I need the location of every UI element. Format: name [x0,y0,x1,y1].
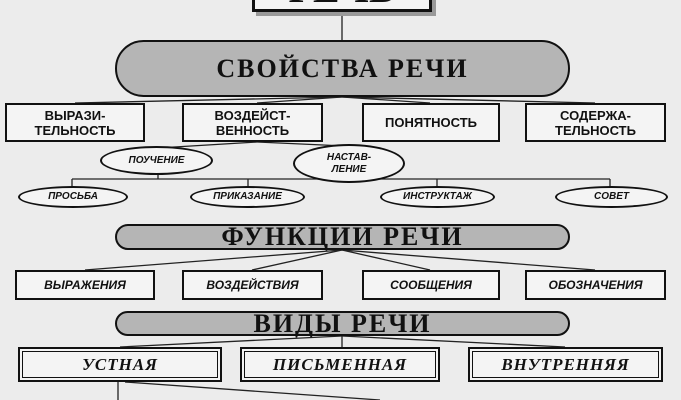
types-heading: ВИДЫ РЕЧИ [115,309,570,338]
type-inner: ВНУТРЕННЯЯ [468,347,663,382]
oval-briefing: ИНСТРУКТАЖ [380,186,495,208]
oval-teaching: ПОУЧЕНИЕ [100,146,213,175]
type-oral: УСТНАЯ [18,347,222,382]
oval-request: ПРОСЬБА [18,186,128,208]
function-message: СООБЩЕНИЯ [362,270,500,300]
root-box: РЕЧЬ [252,0,432,12]
properties-heading: СВОЙСТВА РЕЧИ [115,40,570,97]
property-influence: ВОЗДЕЙСТ- ВЕННОСТЬ [182,103,323,142]
property-clarity: ПОНЯТНОСТЬ [362,103,500,142]
type-written: ПИСЬМЕННАЯ [240,347,440,382]
function-influence: ВОЗДЕЙСТВИЯ [182,270,323,300]
oval-instruction: НАСТАВ- ЛЕНИЕ [293,144,405,183]
oval-advice: СОВЕТ [555,186,668,208]
function-designation: ОБОЗНАЧЕНИЯ [525,270,666,300]
property-content: СОДЕРЖА- ТЕЛЬНОСТЬ [525,103,666,142]
function-expression: ВЫРАЖЕНИЯ [15,270,155,300]
functions-heading: ФУНКЦИИ РЕЧИ [115,222,570,251]
oval-order: ПРИКАЗАНИЕ [190,186,305,208]
property-expressiveness: ВЫРАЗИ- ТЕЛЬНОСТЬ [5,103,145,142]
